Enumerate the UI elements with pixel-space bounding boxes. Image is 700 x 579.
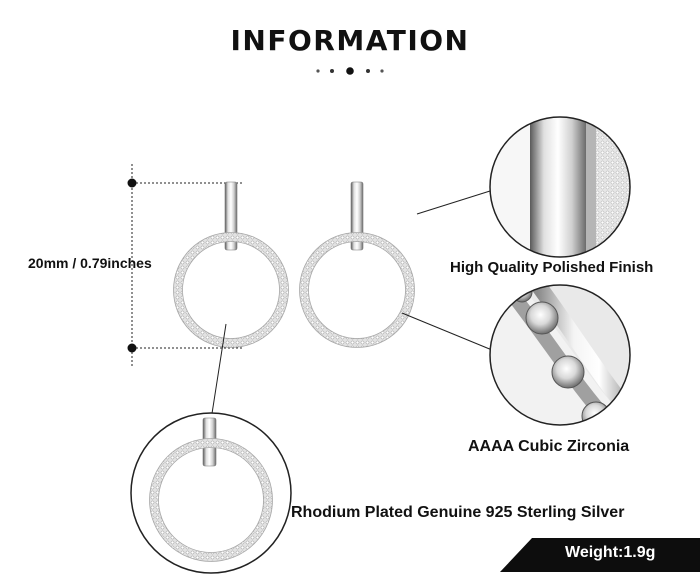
size-label: 20mm / 0.79inches bbox=[28, 255, 152, 271]
weight-badge bbox=[500, 538, 700, 572]
section-title: INFORMATION bbox=[230, 24, 470, 57]
callout-line-zirconia bbox=[401, 312, 493, 351]
callout-line-finish bbox=[416, 190, 491, 215]
callout-line-silver bbox=[210, 323, 227, 421]
title-divider-dots bbox=[316, 67, 384, 75]
earring-right bbox=[299, 181, 415, 348]
material-label: Rhodium Plated Genuine 925 Sterling Silv… bbox=[291, 504, 625, 521]
weight-label: Weight:1.9g bbox=[565, 544, 656, 561]
zoom-polished-finish bbox=[489, 116, 631, 258]
zoom-cubic-zirconia bbox=[489, 284, 631, 426]
zoom-sterling-silver bbox=[130, 412, 292, 574]
zirconia-label: AAAA Cubic Zirconia bbox=[468, 438, 630, 455]
earring-left bbox=[173, 181, 289, 348]
finish-label: High Quality Polished Finish bbox=[450, 259, 654, 276]
